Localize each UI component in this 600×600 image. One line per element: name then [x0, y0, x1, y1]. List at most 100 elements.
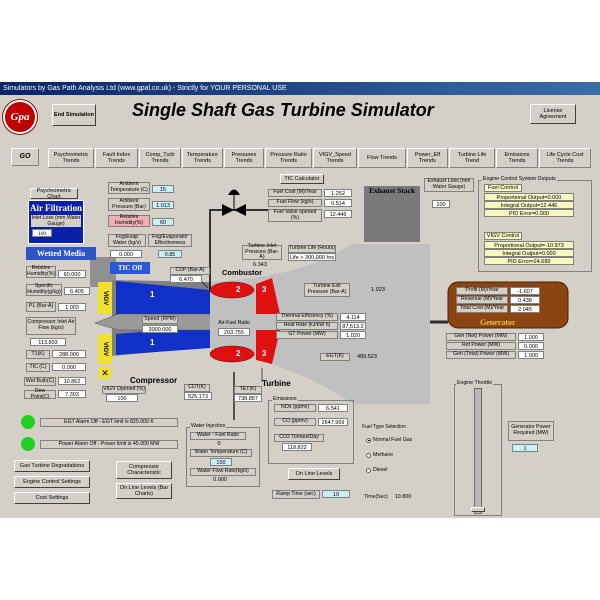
- spec-hum-label: Specific Humidity(g/kg): [26, 283, 62, 296]
- egt-label: EGT(K): [320, 353, 350, 361]
- water-flow-value: 0.000: [213, 477, 227, 483]
- tab-fault-index[interactable]: Fault Index Trends: [95, 148, 138, 168]
- tab-psychrometric[interactable]: Psychrometric Trends: [48, 148, 94, 168]
- water-injection-title: Water Injection: [190, 423, 227, 429]
- throttle-handle[interactable]: [471, 507, 485, 512]
- turbine-label: Turbine: [262, 379, 291, 388]
- exhaust-loss-value[interactable]: 100: [432, 200, 450, 208]
- throttle-track[interactable]: [471, 388, 485, 514]
- fc-pid-error: PID Error=0.000: [484, 209, 574, 217]
- tab-go[interactable]: GO: [11, 148, 39, 166]
- cdp-label: CDP (Bar-A): [170, 267, 210, 275]
- tab-temperature[interactable]: Temperature Trends: [182, 148, 223, 168]
- fuel-normal-gas-radio[interactable]: Normal Fuel Gas: [366, 437, 412, 443]
- water-temp-value[interactable]: 150: [210, 458, 232, 466]
- turbine-life-label: Turbine Life (Hours): [288, 245, 336, 253]
- fc-prop-output: Proportional Output=0.000: [484, 193, 574, 201]
- tip-value: 6.343: [253, 262, 267, 268]
- emissions-group: [268, 400, 354, 464]
- water-fuel-ratio-value[interactable]: 0: [217, 441, 221, 447]
- compressor-stage-1-upper: 1: [150, 290, 155, 299]
- throttle-title: Engine Throttle: [456, 380, 494, 386]
- degradations-button[interactable]: Gas Turbine Degradations: [14, 460, 90, 472]
- psychrometric-chart-button[interactable]: Psychrometric Chart: [30, 188, 78, 200]
- t1-value: 288.000: [52, 350, 86, 358]
- air-filtration-title: Air Filtration: [29, 203, 83, 213]
- fog-eff-label: Fog/Evaporator Effectiveness: [148, 234, 192, 247]
- vigv-opened-value[interactable]: 100: [106, 394, 138, 402]
- fog-eff-value[interactable]: 0.85: [158, 250, 182, 258]
- rel-hum-value[interactable]: 60: [152, 218, 174, 226]
- vigv-upper-text: VIGV: [102, 290, 108, 306]
- license-agreement-button[interactable]: License Agreement: [530, 104, 576, 124]
- inlet-duct: [90, 257, 116, 287]
- ref-power-label: Ref Power (MW): [446, 342, 516, 350]
- cost-settings-button[interactable]: Cost Settings: [14, 492, 90, 504]
- online-levels-bar-button[interactable]: On Line Levels (Bar Charts): [116, 483, 172, 499]
- egt-value: 489.523: [357, 354, 377, 360]
- fuel-normal-gas-dot[interactable]: [366, 437, 371, 443]
- fog-label: Fog/Evap Water (kg/s): [108, 234, 146, 247]
- nox-label: NOx (ppmv): [274, 404, 316, 412]
- water-fuel-ratio-label: Water - Fuel Ratio: [190, 432, 246, 440]
- fuel-diesel-radio[interactable]: Diesel: [366, 467, 387, 473]
- fuel-line: [209, 209, 268, 290]
- tab-life-cycle-cost[interactable]: Life Cycle Cost Trends: [539, 148, 591, 168]
- total-cost-label: Total Cost (M)/Year: [456, 305, 508, 313]
- vc-int-output: Integral Output=0.000: [484, 249, 574, 257]
- vigv-lower-text: VIGV: [102, 341, 108, 357]
- afr-value: 203.755: [218, 328, 250, 336]
- air-filtration-box: Air Filtration Inlet Loss (mm Water Gaug…: [28, 200, 84, 244]
- tab-pressures[interactable]: Pressures Trends: [224, 148, 264, 168]
- fog-value[interactable]: 0.000: [110, 250, 142, 258]
- compressor-char-button[interactable]: Compressor Characteristic: [116, 461, 172, 479]
- tab-comp-turb[interactable]: Comp_Turb Trends: [139, 148, 181, 168]
- nox-value: 6.541: [318, 404, 348, 412]
- combustor-label: Combustor: [222, 268, 262, 277]
- p1-label: P1 (Bar-A): [26, 302, 56, 312]
- tic-calculator-button[interactable]: TIC Calculator: [280, 174, 324, 184]
- simulator-window: Simulators by Gas Path Analysis Ltd (www…: [0, 82, 600, 518]
- time-value: 10.800: [394, 494, 412, 500]
- end-simulation-button[interactable]: End Simulation: [52, 104, 96, 126]
- engine-control-button[interactable]: Engine Control Settings: [14, 476, 90, 488]
- rel-hum-label: Relative Humidity(%): [108, 214, 150, 227]
- dew-point-value: 7.303: [58, 390, 86, 398]
- gt-power-label: GT Power (MW): [276, 331, 338, 339]
- gen-net-label: Gen (Net) Power (MW): [446, 333, 516, 341]
- fuel-methane-radio[interactable]: Methane: [366, 452, 393, 458]
- gen-power-req-value[interactable]: 1: [512, 444, 538, 452]
- fuel-methane-dot[interactable]: [366, 452, 371, 458]
- rel-hum2-label: Relative Humidity(%): [26, 265, 56, 278]
- turbine-lower: [256, 330, 280, 364]
- comp-inlet-flow-value: 113.893: [30, 338, 66, 346]
- stage-3-upper: 3: [262, 285, 267, 294]
- wet-bulb-value: 10.862: [58, 377, 86, 385]
- thermal-eff-label: Thermal Efficiency (%): [276, 313, 338, 321]
- wet-bulb-label: Wet Bulb(C): [24, 377, 56, 386]
- online-levels-button[interactable]: On Line Levels: [288, 468, 340, 480]
- ambient-temp-value[interactable]: 15: [152, 185, 174, 193]
- ambient-press-value[interactable]: 1.013: [152, 201, 174, 209]
- gt-power-value: 1.020: [340, 331, 366, 339]
- power-alarm-text: Power Alarm Off - Power limit is 45.000 …: [40, 440, 178, 449]
- heat-rate-label: Heat Rate (kJ/kW h): [276, 322, 338, 330]
- revenue-value: 0.438: [510, 296, 540, 304]
- fc-int-output: Integral Output=12.446: [484, 201, 574, 209]
- tet-value: 738.857: [234, 394, 262, 402]
- egt-alarm-text: EGT Alarm Off - EGT limit is 825.000 K: [40, 418, 178, 427]
- gen-power-req-label: Generator Power Required (MW): [508, 421, 554, 441]
- tab-power-eff[interactable]: Power_Eff Trends: [407, 148, 448, 168]
- speed-label: Speed (RPM): [142, 316, 178, 324]
- inlet-loss-value[interactable]: 100: [32, 229, 52, 237]
- tab-pressure-ratio[interactable]: Pressure Ratio Trends: [265, 148, 312, 168]
- vigv-lower-marker: VIGV: [98, 334, 112, 364]
- tab-vigv-speed[interactable]: VIGV_Speed Trends: [313, 148, 357, 168]
- fuel-valve-value: 12.446: [324, 210, 352, 218]
- tab-emissions[interactable]: Emissions Trends: [496, 148, 538, 168]
- tab-turbine-life[interactable]: Turbine Life Trend: [449, 148, 495, 168]
- tab-flow[interactable]: Flow Trends: [358, 148, 406, 168]
- fuel-diesel-dot[interactable]: [366, 467, 371, 473]
- exhaust-stack: [364, 186, 420, 242]
- ramp-time-value[interactable]: 10: [322, 490, 350, 498]
